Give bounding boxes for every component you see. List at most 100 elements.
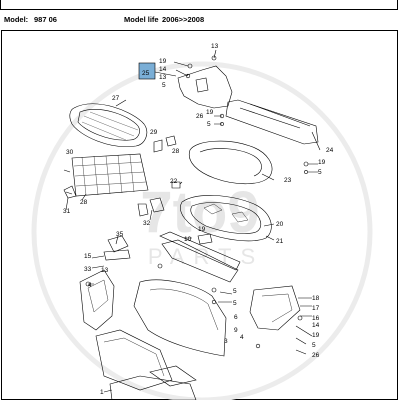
part-callout-13[interactable]: 13 <box>101 267 109 274</box>
part-callout-20[interactable]: 20 <box>276 221 284 228</box>
part-callout-26[interactable]: 26 <box>312 352 320 359</box>
part-callout-16[interactable]: 16 <box>312 315 320 322</box>
boot-cover-edge <box>199 148 262 177</box>
clip-part <box>185 73 191 79</box>
part-callout-31[interactable]: 31 <box>63 208 71 215</box>
part-callout-35[interactable]: 35 <box>116 231 124 238</box>
right-side-panel-inner <box>261 293 293 323</box>
part-callout-14[interactable]: 14 <box>312 322 320 329</box>
part-callout-15[interactable]: 15 <box>84 253 92 260</box>
lower-liner <box>95 329 173 391</box>
highlight-callout-box[interactable] <box>138 62 156 80</box>
part-callout-19[interactable]: 19 <box>198 226 206 233</box>
part-callout-27[interactable]: 27 <box>112 95 120 102</box>
luggage-cover <box>69 103 148 147</box>
part-callout-4[interactable]: 4 <box>88 282 92 289</box>
net-hook <box>63 169 73 195</box>
part-callout-29[interactable]: 29 <box>150 129 158 136</box>
clip-part <box>157 263 163 269</box>
boot-cover <box>188 140 273 185</box>
model-label: Model: <box>4 15 29 24</box>
clip-part <box>197 233 213 245</box>
lower-liner-edge <box>103 337 165 377</box>
part-callout-32[interactable]: 32 <box>143 220 151 227</box>
upper-trim-panel <box>177 65 233 109</box>
bracket-part <box>103 249 131 261</box>
part-callout-5[interactable]: 5 <box>318 169 322 176</box>
luggage-net-mesh <box>73 154 147 196</box>
watermark-sub: PARTS <box>148 244 264 269</box>
part-callout-13[interactable]: 13 <box>211 43 219 50</box>
part-callout-5[interactable]: 5 <box>162 82 166 89</box>
part-callout-6[interactable]: 6 <box>234 314 238 321</box>
part-callout-19[interactable]: 19 <box>318 159 326 166</box>
bracket-part <box>153 139 163 153</box>
part-callout-28[interactable]: 28 <box>80 199 88 206</box>
part-callout-28[interactable]: 28 <box>172 148 180 155</box>
clip-part <box>304 170 308 174</box>
left-side-panel <box>79 269 115 331</box>
left-side-panel-inner <box>87 279 109 313</box>
bracket-part <box>165 135 177 147</box>
clip-part <box>303 161 309 167</box>
part-callout-17[interactable]: 17 <box>312 305 320 312</box>
part-callout-26[interactable]: 26 <box>196 113 204 120</box>
part-callout-19[interactable]: 19 <box>206 109 214 116</box>
trunk-liner <box>133 279 227 357</box>
part-callout-30[interactable]: 30 <box>66 149 74 156</box>
storage-tray <box>180 195 272 242</box>
clip-part <box>211 299 217 305</box>
part-callout-10[interactable]: 10 <box>184 236 192 243</box>
trim-strip <box>159 231 241 271</box>
part-callout-14[interactable]: 14 <box>159 66 167 73</box>
bracket-part <box>137 203 149 217</box>
part-callout-19[interactable]: 19 <box>312 332 320 339</box>
watermark: 7to9 PARTS <box>31 61 373 400</box>
part-callout-9[interactable]: 9 <box>234 327 238 334</box>
part-callout-18[interactable]: 18 <box>312 295 320 302</box>
rear-trim-strip <box>225 99 319 145</box>
part-callout-5[interactable]: 5 <box>312 342 316 349</box>
rear-trim-ribs <box>239 103 311 129</box>
part-callout-21[interactable]: 21 <box>276 238 284 245</box>
header-top-box <box>0 0 398 10</box>
watermark-ring <box>31 61 373 400</box>
luggage-net <box>71 153 149 197</box>
bracket-part <box>149 197 165 213</box>
right-side-panel <box>249 285 301 331</box>
part-callout-19[interactable]: 19 <box>159 58 167 65</box>
part-callout-3[interactable]: 3 <box>224 338 228 345</box>
model-value: 987 06 <box>34 15 57 24</box>
model-life-label: Model life <box>124 15 159 24</box>
part-callout-24[interactable]: 24 <box>326 147 334 154</box>
bracket-part <box>107 235 129 253</box>
clip-part <box>211 55 217 61</box>
upright-trim <box>161 239 239 283</box>
part-callout-5[interactable]: 5 <box>233 300 237 307</box>
watermark-brand: 7to9 <box>140 180 259 245</box>
part-callout-25[interactable]: 25 <box>142 70 150 77</box>
part-callout-5[interactable]: 5 <box>207 121 211 128</box>
clip-part <box>297 315 303 321</box>
part-callout-5[interactable]: 5 <box>233 288 237 295</box>
part-callout-22[interactable]: 22 <box>170 178 178 185</box>
leader-lines <box>65 49 321 393</box>
model-life-value: 2006>>2008 <box>162 15 205 24</box>
model-header: Model: 987 06 Model life 2006>>2008 <box>0 12 400 26</box>
clip-part <box>255 343 261 349</box>
luggage-cover-inner <box>77 109 140 141</box>
part-callout-23[interactable]: 23 <box>284 177 292 184</box>
luggage-cover-hatch <box>81 111 139 141</box>
part-callout-4[interactable]: 4 <box>240 334 244 341</box>
part-callout-13[interactable]: 13 <box>159 74 167 81</box>
bottom-trim-piece <box>149 365 197 387</box>
clip-part <box>211 287 217 293</box>
trunk-liner-edge <box>149 288 219 331</box>
bracket-part <box>171 181 181 189</box>
part-callout-33[interactable]: 33 <box>84 266 92 273</box>
bracket-part <box>63 185 77 199</box>
part-callout-1[interactable]: 1 <box>100 389 104 396</box>
storage-tray-recess <box>203 203 249 223</box>
upper-trim-detail <box>195 77 209 93</box>
